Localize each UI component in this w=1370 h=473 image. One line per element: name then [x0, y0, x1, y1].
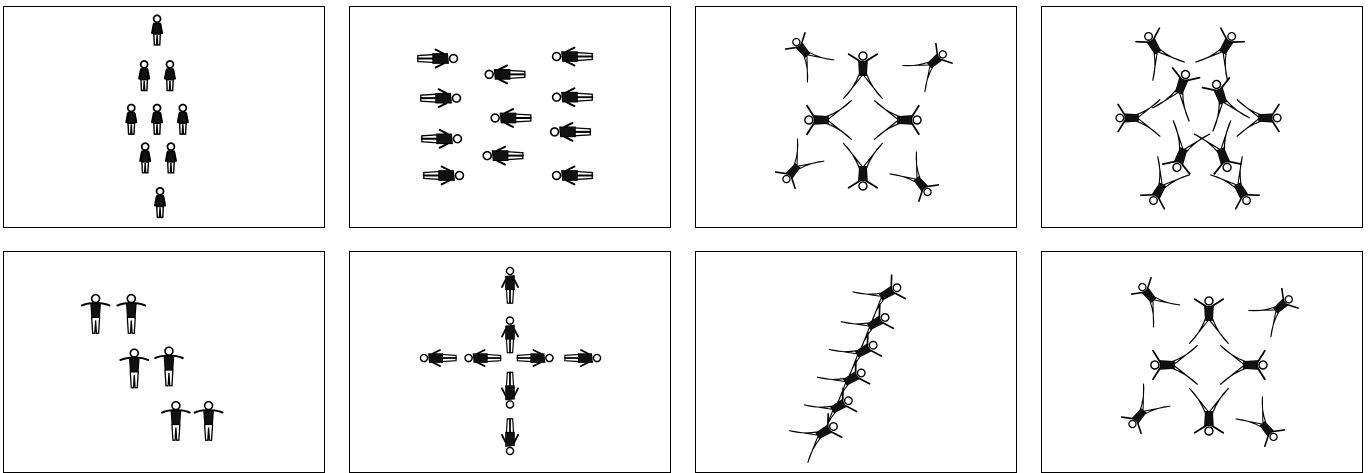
- formation-drawing: [80, 293, 224, 441]
- swimmer-spread-icon: [1115, 99, 1161, 137]
- swimmer-spread-icon: [1135, 27, 1185, 81]
- swimmer-upright-icon: [161, 400, 191, 441]
- swimmer-horizontal-icon: [490, 108, 532, 128]
- swimmer-spread-icon: [774, 138, 825, 190]
- swimmer-horizontal-icon: [484, 64, 526, 85]
- panel-horizontal-swimmer-rows: [349, 6, 671, 228]
- panel-diagonal-stack: [695, 251, 1017, 473]
- formation-drawing: [1120, 276, 1299, 448]
- swimmer-horizontal-icon: [551, 46, 594, 67]
- panel-star-ring-formation-repeat: [1041, 251, 1363, 473]
- swimmer-spread-icon: [873, 99, 922, 141]
- swimmer-spread-icon: [1193, 120, 1242, 175]
- swimmer-spread-icon: [1152, 67, 1201, 122]
- swimmer-spread-icon: [1188, 387, 1230, 436]
- panel-chain-x-formation: [1041, 6, 1363, 228]
- swimmer-upright-icon: [139, 142, 152, 174]
- panel-diamond-upright-swimmers: [3, 6, 325, 228]
- swimmer-spread-icon: [1120, 383, 1171, 435]
- swimmer-upright-icon: [176, 103, 189, 135]
- swimmer-upright-icon: [80, 293, 111, 334]
- swimmer-spread-icon: [840, 304, 895, 354]
- swimmer-upright-icon: [164, 142, 177, 174]
- swimmer-upright-icon: [151, 14, 164, 46]
- swimmer-horizontal-icon: [564, 349, 602, 367]
- formation-drawing: [1115, 27, 1282, 210]
- swimmer-horizontal-icon: [422, 165, 465, 186]
- formation-drawing: [774, 31, 953, 203]
- swimmer-spread-icon: [1162, 120, 1211, 175]
- swimmer-upright-icon: [125, 103, 138, 135]
- swimmer-spread-icon: [1130, 276, 1181, 328]
- panel-star-ring-formation: [695, 6, 1017, 228]
- swimmer-upright-icon: [163, 60, 176, 92]
- swimmer-upright-icon: [154, 186, 167, 219]
- swimmer-spread-icon: [902, 42, 953, 93]
- formation-drawing: [789, 274, 906, 463]
- swimmer-spread-icon: [1150, 344, 1199, 386]
- swimmer-spread-icon: [803, 387, 858, 438]
- swimmer-spread-icon: [789, 413, 843, 463]
- swimmer-spread-icon: [1236, 99, 1282, 137]
- swimmer-spread-icon: [842, 51, 884, 100]
- swimmer-spread-icon: [1248, 287, 1299, 338]
- swimmer-spread-icon: [889, 151, 940, 203]
- swimmer-spread-icon: [1195, 27, 1246, 81]
- swimmer-horizontal-icon: [416, 48, 459, 69]
- swimmer-spread-icon: [1201, 77, 1250, 132]
- panel-cross-formation: [349, 251, 671, 473]
- swimmer-spread-icon: [1210, 156, 1260, 210]
- swimmer-horizontal-icon: [516, 349, 554, 367]
- swimmer-horizontal-icon: [464, 349, 502, 367]
- swimmer-horizontal-icon: [501, 417, 519, 456]
- swimmer-horizontal-icon: [551, 165, 594, 186]
- swimmer-horizontal-icon: [501, 266, 519, 305]
- swimmer-horizontal-icon: [419, 88, 462, 109]
- swimmer-horizontal-icon: [420, 128, 463, 149]
- formation-drawing: [416, 46, 594, 186]
- swimmer-upright-icon: [119, 348, 150, 389]
- swimmer-horizontal-icon: [482, 145, 524, 166]
- swimmer-spread-icon: [1219, 344, 1268, 386]
- swimmer-horizontal-icon: [551, 87, 594, 108]
- formation-drawing: [419, 266, 602, 456]
- swimmer-upright-icon: [138, 60, 151, 92]
- swimmer-spread-icon: [804, 99, 853, 141]
- swimmer-spread-icon: [1140, 156, 1190, 210]
- swimmer-horizontal-icon: [419, 349, 457, 367]
- swimmer-upright-icon: [151, 103, 164, 135]
- swimmer-spread-icon: [1235, 396, 1286, 448]
- swimmer-spread-icon: [784, 31, 835, 83]
- swimmer-spread-icon: [852, 274, 906, 325]
- swimmer-spread-icon: [1188, 296, 1230, 345]
- panel-staggered-pairs: [3, 251, 325, 473]
- swimmer-horizontal-icon: [501, 316, 519, 354]
- swimmer-upright-icon: [116, 293, 147, 334]
- swimmer-horizontal-icon: [501, 371, 519, 409]
- formation-drawing: [125, 14, 189, 219]
- swimmer-spread-icon: [842, 142, 884, 191]
- swimmer-upright-icon: [154, 346, 184, 387]
- swimmer-upright-icon: [193, 400, 224, 441]
- swimmer-horizontal-icon: [549, 121, 592, 142]
